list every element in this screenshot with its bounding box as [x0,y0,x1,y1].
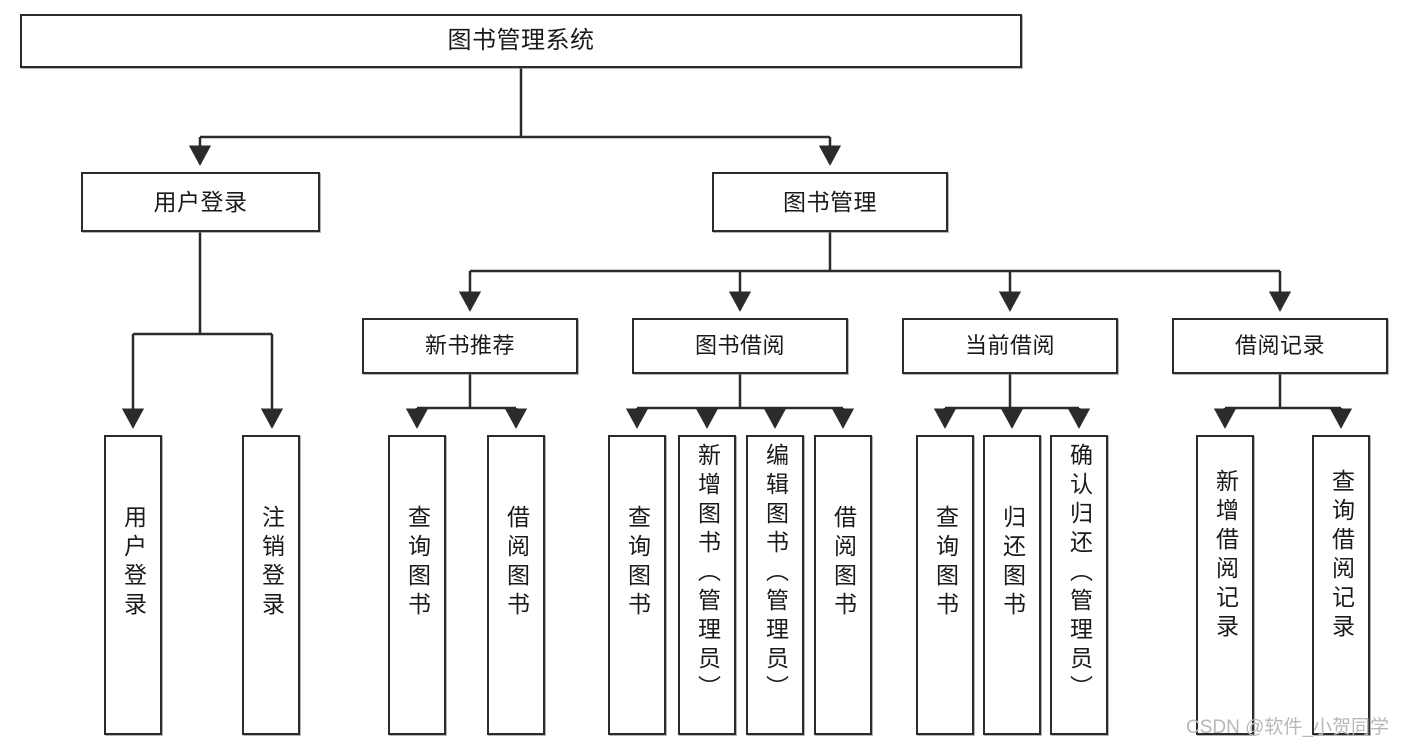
node-leaf-borrow-book[interactable]: 借阅图书 [814,435,872,735]
node-leaf-edit-book-label: 编辑图书（管理员） [762,443,789,704]
node-leaf-user-login[interactable]: 用户登录 [104,435,162,735]
node-root-label: 图书管理系统 [447,27,595,55]
node-leaf-query-record[interactable]: 查询借阅记录 [1312,435,1370,735]
node-book-borrow-label: 图书借阅 [694,332,785,358]
node-leaf-add-record-label: 新增借阅记录 [1212,469,1239,643]
node-leaf-add-book[interactable]: 新增图书（管理员） [678,435,736,735]
node-leaf-logout-label: 注销登录 [258,505,285,621]
node-leaf-query-book-cur[interactable]: 查询图书 [916,435,974,735]
node-leaf-query-book-borrow-label: 查询图书 [624,505,651,621]
node-leaf-query-book-cur-label: 查询图书 [932,505,959,621]
node-leaf-query-book-rec-label: 查询图书 [404,505,431,621]
node-leaf-logout[interactable]: 注销登录 [242,435,300,735]
node-borrow-record-label: 借阅记录 [1234,332,1325,358]
node-leaf-query-book-borrow[interactable]: 查询图书 [608,435,666,735]
node-leaf-confirm-return[interactable]: 确认归还（管理员） [1050,435,1108,735]
node-leaf-user-login-label: 用户登录 [120,505,147,621]
node-current-borrow[interactable]: 当前借阅 [902,318,1118,374]
node-current-borrow-label: 当前借阅 [964,332,1055,358]
node-book-management[interactable]: 图书管理 [712,172,948,232]
node-user-login[interactable]: 用户登录 [81,172,320,232]
node-leaf-add-record[interactable]: 新增借阅记录 [1196,435,1254,735]
node-leaf-return-book-label: 归还图书 [999,505,1026,621]
node-leaf-query-book-rec[interactable]: 查询图书 [388,435,446,735]
node-leaf-return-book[interactable]: 归还图书 [983,435,1041,735]
node-leaf-add-book-label: 新增图书（管理员） [694,443,721,704]
node-leaf-edit-book[interactable]: 编辑图书（管理员） [746,435,804,735]
node-leaf-borrow-book-rec[interactable]: 借阅图书 [487,435,545,735]
node-new-book-recommend[interactable]: 新书推荐 [362,318,578,374]
node-leaf-borrow-book-label: 借阅图书 [830,505,857,621]
node-new-book-recommend-label: 新书推荐 [424,332,515,358]
node-user-login-label: 用户登录 [153,188,248,215]
node-leaf-confirm-return-label: 确认归还（管理员） [1066,443,1093,704]
node-leaf-borrow-book-rec-label: 借阅图书 [503,505,530,621]
node-leaf-query-record-label: 查询借阅记录 [1328,469,1355,643]
watermark: CSDN @软件_小贺同学 [1186,717,1389,738]
node-book-borrow[interactable]: 图书借阅 [632,318,848,374]
node-book-management-label: 图书管理 [783,188,877,215]
node-borrow-record[interactable]: 借阅记录 [1172,318,1388,374]
node-root[interactable]: 图书管理系统 [20,14,1022,68]
